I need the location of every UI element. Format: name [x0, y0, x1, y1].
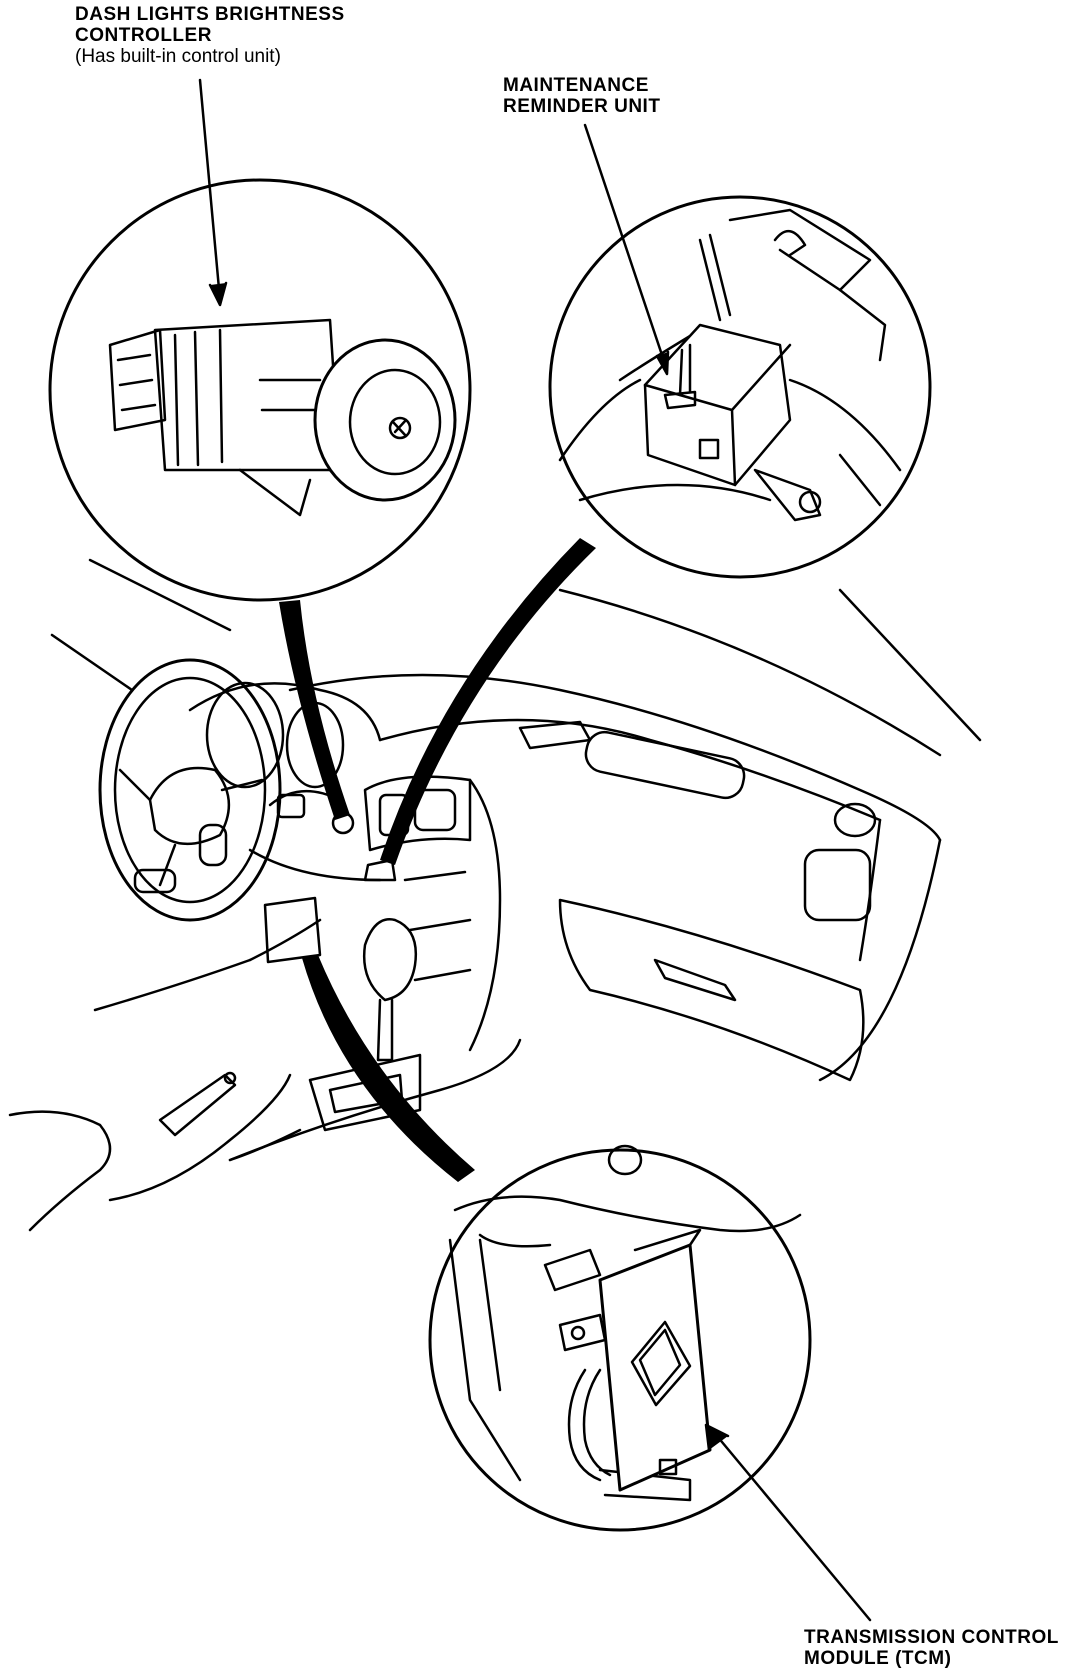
transmission-control-module-label: TRANSMISSION CONTROL MODULE (TCM)	[804, 1627, 1059, 1669]
leader-ribbons	[279, 538, 596, 1182]
dashboard-scene	[8, 558, 982, 1232]
dash-lights-label-line1: DASH LIGHTS BRIGHTNESS	[75, 4, 345, 25]
tcm-leader-ribbon	[302, 955, 475, 1182]
maintenance-reminder-leader-ribbon	[380, 538, 596, 865]
tcm-label-line1: TRANSMISSION CONTROL	[804, 1627, 1059, 1648]
maintenance-reminder-unit-label: MAINTENANCE REMINDER UNIT	[503, 75, 660, 117]
tcm-detail-view	[428, 1144, 872, 1622]
tcm-label-line2: MODULE (TCM)	[804, 1648, 952, 1669]
maintenance-reminder-label-line2: REMINDER UNIT	[503, 96, 661, 117]
dash-lights-brightness-controller-label: DASH LIGHTS BRIGHTNESS CONTROLLER (Has b…	[75, 4, 345, 67]
dash-lights-leader-ribbon	[279, 600, 350, 820]
dash-lights-label-line2: CONTROLLER	[75, 25, 212, 46]
maintenance-reminder-label-line1: MAINTENANCE	[503, 75, 649, 96]
dash-lights-label-note: (Has built-in control unit)	[75, 46, 281, 67]
maintenance-reminder-detail-view	[548, 123, 932, 579]
dash-lights-detail-view	[48, 78, 472, 602]
